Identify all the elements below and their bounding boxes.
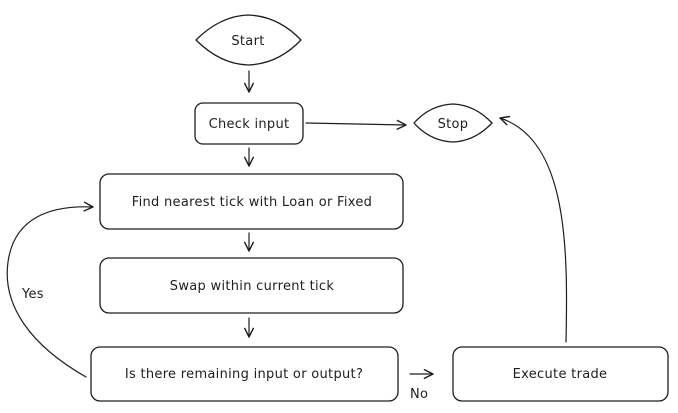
check-input-label: Check input xyxy=(209,117,290,132)
edge-execute-to-stop xyxy=(499,115,568,343)
check-input-node[interactable]: Check input xyxy=(194,102,304,145)
execute-node[interactable]: Execute trade xyxy=(452,346,669,402)
swap-node[interactable]: Swap within current tick xyxy=(99,257,404,314)
remaining-node[interactable]: Is there remaining input or output? xyxy=(90,346,399,402)
no-edge-label: No xyxy=(410,387,428,402)
find-tick-label: Find nearest tick with Loan or Fixed xyxy=(132,195,372,210)
stop-node[interactable]: Stop xyxy=(413,103,493,143)
start-node[interactable]: Start xyxy=(195,14,302,66)
execute-label: Execute trade xyxy=(513,367,608,382)
swap-label: Swap within current tick xyxy=(170,279,335,294)
start-label: Start xyxy=(231,34,264,49)
remaining-label: Is there remaining input or output? xyxy=(125,367,363,382)
stop-label: Stop xyxy=(438,117,469,132)
yes-edge-label: Yes xyxy=(21,287,44,302)
edge-yes-loop xyxy=(6,201,94,378)
edge-check-to-stop xyxy=(305,119,407,130)
find-tick-node[interactable]: Find nearest tick with Loan or Fixed xyxy=(99,173,404,230)
